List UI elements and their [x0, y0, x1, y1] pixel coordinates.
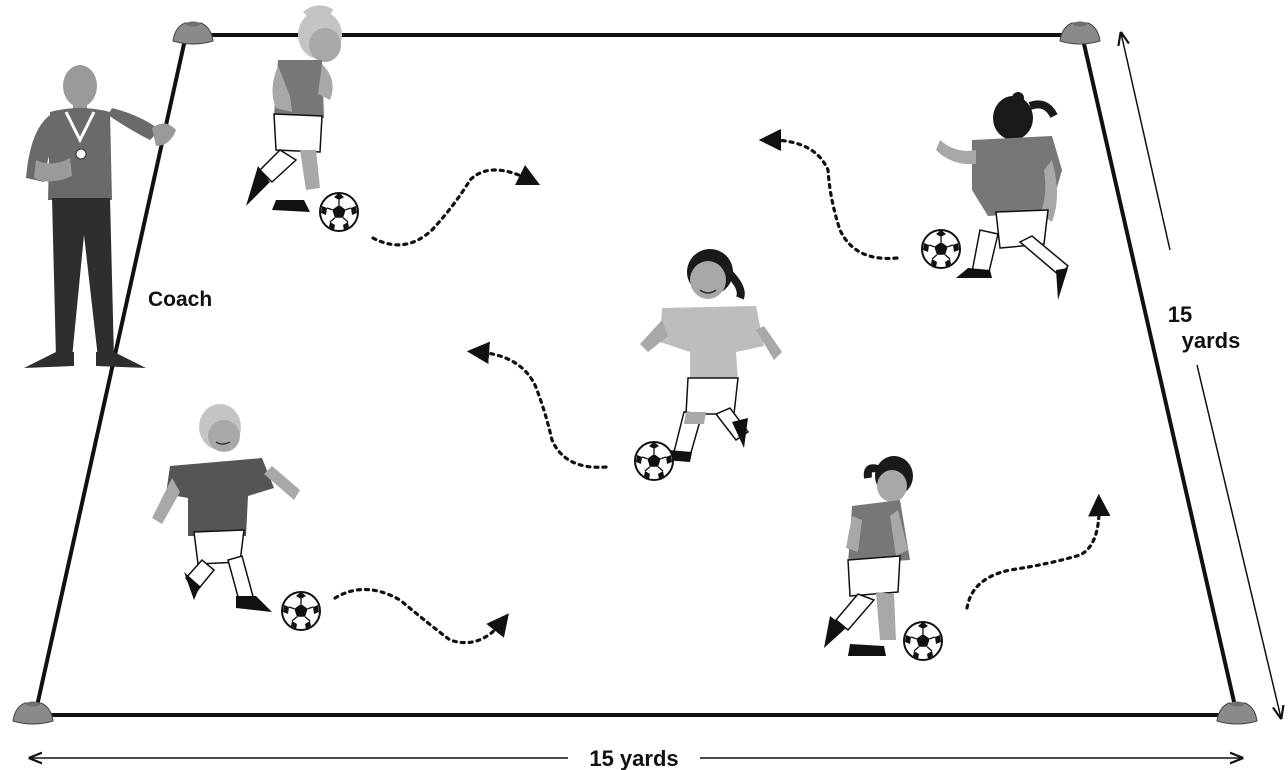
dribble-path-bottom-right: [965, 493, 1111, 610]
width-label: 15 yards: [589, 746, 678, 770]
depth-label-unit: yards: [1182, 328, 1241, 353]
width-dimension: 15 yards: [30, 746, 1242, 770]
player-center: [640, 249, 782, 462]
player-top-left: [246, 5, 342, 212]
field-boundary: [33, 33, 1239, 717]
ball-bottom-right: [903, 621, 943, 661]
dribble-path-top-left: [371, 164, 541, 247]
depth-label-number: 15: [1168, 302, 1192, 327]
ball-top-left: [319, 192, 359, 232]
dribble-path-bottom-left: [333, 587, 509, 645]
dribble-path-center: [466, 341, 608, 469]
ball-top-right: [921, 229, 961, 269]
coach-figure: [24, 65, 176, 368]
dribble-path-top-right: [758, 128, 899, 261]
ball-bottom-left: [281, 591, 321, 631]
depth-dimension: 15 yards: [1121, 33, 1281, 718]
ball-center: [634, 441, 674, 481]
player-top-right: [936, 92, 1070, 300]
coach-label: Coach: [148, 288, 212, 311]
player-bottom-left: [152, 404, 300, 612]
cone-top-right: [1059, 21, 1101, 45]
cone-top-left: [172, 21, 214, 45]
player-bottom-right: [824, 456, 913, 656]
